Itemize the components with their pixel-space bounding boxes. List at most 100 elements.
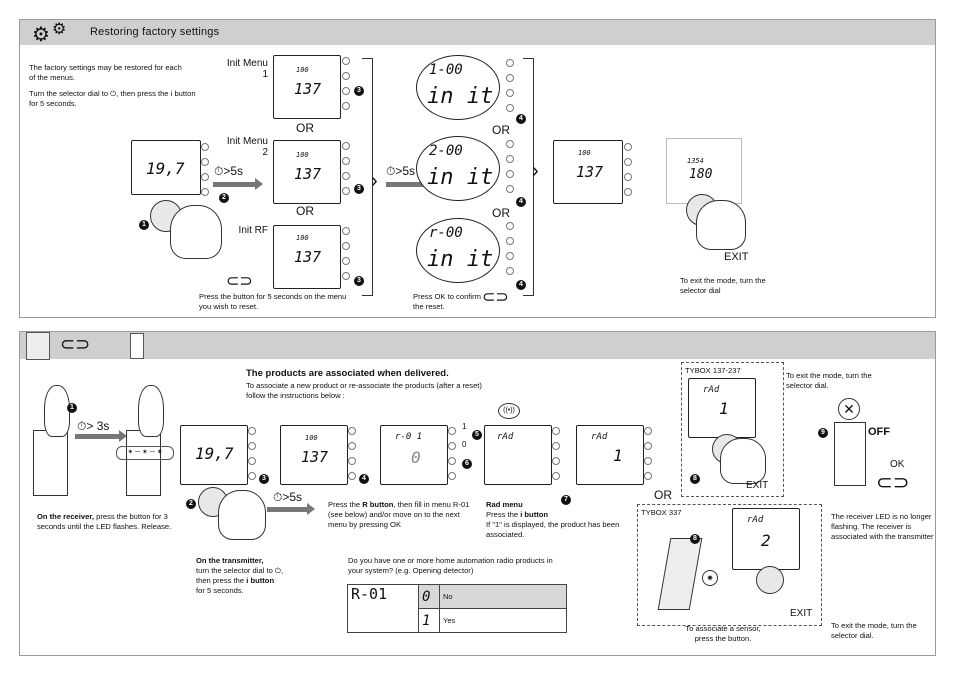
chevron-right-icon: › bbox=[532, 160, 539, 182]
rad-text: Press the bbox=[486, 510, 519, 519]
display-big: 137 bbox=[294, 248, 322, 266]
led-off-icon: ✕ bbox=[838, 398, 860, 420]
tybox-337-box bbox=[637, 504, 822, 626]
side-buttons bbox=[552, 420, 560, 487]
timer-5s: ⏱>5s bbox=[386, 164, 416, 178]
menu-screen: 100 137 bbox=[280, 425, 348, 485]
exit-mode-text: To exit the mode, turn the selector dial… bbox=[786, 371, 872, 390]
display-top: 100 bbox=[578, 149, 591, 157]
bracket bbox=[362, 58, 373, 296]
temperature-readout: 19,7 bbox=[195, 444, 234, 463]
arrow bbox=[267, 503, 315, 515]
display-big: 137 bbox=[301, 448, 329, 466]
display-top: 100 bbox=[296, 151, 309, 159]
display-top: 100 bbox=[305, 434, 318, 442]
hand-icon bbox=[44, 385, 70, 437]
display-top: 100 bbox=[296, 234, 309, 242]
rad-bold: i button bbox=[520, 510, 549, 519]
step-3-badge: 3 bbox=[354, 86, 364, 96]
display-big: 137 bbox=[576, 163, 604, 181]
temperature-readout: 19,7 bbox=[146, 159, 185, 178]
exit-label: EXIT bbox=[724, 251, 749, 263]
display-big: 180 bbox=[689, 167, 713, 182]
result-screen: 100 137 bbox=[553, 140, 623, 204]
timer-5s: ⏱>5s bbox=[214, 164, 244, 178]
timer-3s: ⏱> 3s bbox=[77, 419, 110, 433]
step-4-badge: 4 bbox=[516, 114, 526, 124]
side-buttons bbox=[506, 133, 514, 200]
hand-icon bbox=[170, 205, 222, 259]
press-ok-text: Press OK to confirm the reset. bbox=[413, 292, 481, 311]
selector-dial[interactable] bbox=[756, 566, 784, 594]
or-label: OR bbox=[296, 204, 314, 218]
link-icon: ⊂⊃ bbox=[60, 334, 91, 354]
question-text: Do you have one or more home automation … bbox=[348, 556, 553, 575]
timer-5s: ⏱>5s bbox=[273, 490, 303, 504]
transmitter-instructions: On the transmitter, turn the selector di… bbox=[196, 556, 316, 596]
section-header-bar: ⊂⊃ bbox=[20, 332, 935, 360]
r-button-bold: R button bbox=[362, 500, 394, 509]
step-4-badge: 4 bbox=[516, 197, 526, 207]
step-7-badge: 7 bbox=[561, 495, 571, 505]
step-4-badge: 4 bbox=[359, 474, 369, 484]
step-4-badge: 4 bbox=[516, 280, 526, 290]
init-rf-label: Init RF bbox=[238, 225, 268, 236]
section-title: Restoring factory settings bbox=[90, 26, 220, 38]
receiver-instructions: On the receiver, press the button for 3 … bbox=[37, 512, 177, 532]
side-buttons bbox=[342, 220, 350, 287]
transmitter-text: turn the selector dial to ⏻, bbox=[196, 566, 284, 575]
init-code: r-00 bbox=[429, 225, 463, 241]
display-top: rAd bbox=[497, 432, 514, 442]
exit-text: To exit the mode, turn the selector dial bbox=[680, 276, 766, 295]
receiver-icon bbox=[130, 333, 144, 359]
side-buttons bbox=[248, 420, 256, 487]
thermostat-display: 19,7 bbox=[131, 140, 201, 195]
table-digit: 0 bbox=[418, 584, 440, 609]
transmitter-text: for 5 seconds. bbox=[196, 586, 244, 595]
led-text: The receiver LED is no longer flashing. … bbox=[831, 512, 934, 541]
rad-instructions: Rad menu Press the i button If "1" is di… bbox=[486, 500, 626, 540]
hand-icon bbox=[138, 385, 164, 437]
table-code: R-01 bbox=[347, 584, 419, 633]
display-big: 1 bbox=[719, 399, 729, 418]
association-heading: The products are associated when deliver… bbox=[246, 368, 449, 379]
transmitter-bold: On the transmitter, bbox=[196, 556, 264, 565]
init-screen-rf: r-00 in it bbox=[416, 218, 500, 283]
hand-icon bbox=[218, 490, 266, 540]
display-big: 137 bbox=[294, 80, 322, 98]
display-top: rAd bbox=[591, 432, 608, 442]
step-3-badge: 3 bbox=[354, 276, 364, 286]
receiver-device[interactable] bbox=[33, 430, 68, 496]
intro-text-2: Turn the selector dial to ⏻, then press … bbox=[29, 89, 196, 108]
rad-bold: Rad menu bbox=[486, 500, 523, 509]
rad-text: If "1" is displayed, the product has bee… bbox=[486, 520, 620, 539]
init-menu2-label: Init Menu 2 bbox=[226, 136, 268, 158]
side-buttons bbox=[506, 215, 514, 282]
table-label: Yes bbox=[439, 608, 567, 633]
digit-zero: 0 bbox=[462, 440, 467, 449]
sensor-button-flash: ✷ bbox=[702, 570, 718, 586]
display-top: 100 bbox=[296, 66, 309, 74]
r-button-text: , then fill in menu R-01 (see below) and… bbox=[328, 500, 470, 529]
display-top: r-0 1 bbox=[395, 432, 423, 442]
init-code: 2-00 bbox=[429, 143, 463, 159]
hand-icon bbox=[720, 438, 766, 484]
receiver-text: press the button for 3 seconds until the… bbox=[37, 512, 172, 531]
step-2-badge: 2 bbox=[186, 499, 196, 509]
table-digit: 1 bbox=[418, 608, 440, 633]
side-buttons bbox=[348, 420, 356, 487]
rad-result-screen: rAd 1 bbox=[576, 425, 644, 485]
step-8-badge: 8 bbox=[690, 534, 700, 544]
step-5-badge: 5 bbox=[472, 430, 482, 440]
ok-label: OK bbox=[890, 459, 905, 470]
init-screen-1: 1-00 in it bbox=[416, 55, 500, 120]
link-icon: ⊂⊃ bbox=[482, 289, 509, 306]
digit-one: 1 bbox=[462, 422, 467, 431]
display-top: rAd bbox=[703, 385, 720, 395]
init-word: in it bbox=[427, 165, 494, 190]
thermostat-icon bbox=[26, 332, 50, 360]
gear-icon: ⚙ bbox=[52, 21, 67, 38]
step-3-badge: 3 bbox=[354, 184, 364, 194]
side-buttons bbox=[201, 136, 209, 203]
r-button-instructions: Press the R button, then fill in menu R-… bbox=[328, 500, 478, 530]
